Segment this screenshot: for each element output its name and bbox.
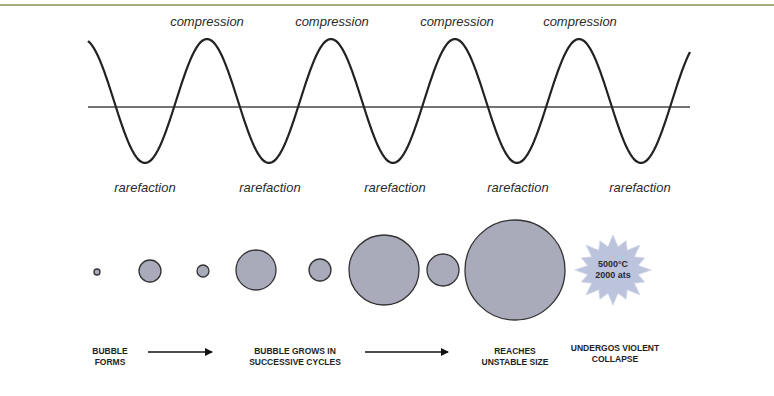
bubble: [139, 260, 161, 282]
wave-phase-label: compression: [420, 14, 494, 30]
bubble: [197, 265, 209, 277]
bubble: [465, 220, 565, 320]
bubble: [349, 235, 419, 305]
bubble: [94, 269, 100, 275]
bubbles: [94, 220, 565, 320]
wave-phase-label: rarefaction: [487, 180, 548, 196]
stage-label: BUBBLE FORMS: [80, 346, 140, 368]
stage-label: UNDERGOS VIOLENT COLLAPSE: [570, 343, 660, 365]
collapse-burst: 5000°C 2000 ats: [574, 234, 652, 306]
burst-text: 5000°C 2000 ats: [591, 259, 635, 281]
wave-phase-label: compression: [295, 14, 369, 30]
stage-label: REACHES UNSTABLE SIZE: [480, 346, 550, 368]
bubble: [427, 254, 459, 286]
wave-phase-label: rarefaction: [239, 180, 300, 196]
bubble: [236, 250, 276, 290]
sound-wave: [88, 39, 690, 163]
header-rule: [0, 4, 774, 6]
stage-label: BUBBLE GROWS IN SUCCESSIVE CYCLES: [235, 346, 355, 368]
wave-phase-label: rarefaction: [364, 180, 425, 196]
progress-arrow: [365, 351, 448, 352]
axis-line: [88, 106, 690, 107]
wave-phase-label: compression: [170, 14, 244, 30]
wave-phase-label: rarefaction: [609, 180, 670, 196]
bubble: [309, 259, 331, 281]
wave-phase-label: rarefaction: [114, 180, 175, 196]
burst-content: 5000°C 2000 ats: [574, 234, 652, 306]
progress-arrow: [148, 351, 212, 352]
wave-phase-label: compression: [543, 14, 617, 30]
burst-shape: [575, 235, 651, 306]
